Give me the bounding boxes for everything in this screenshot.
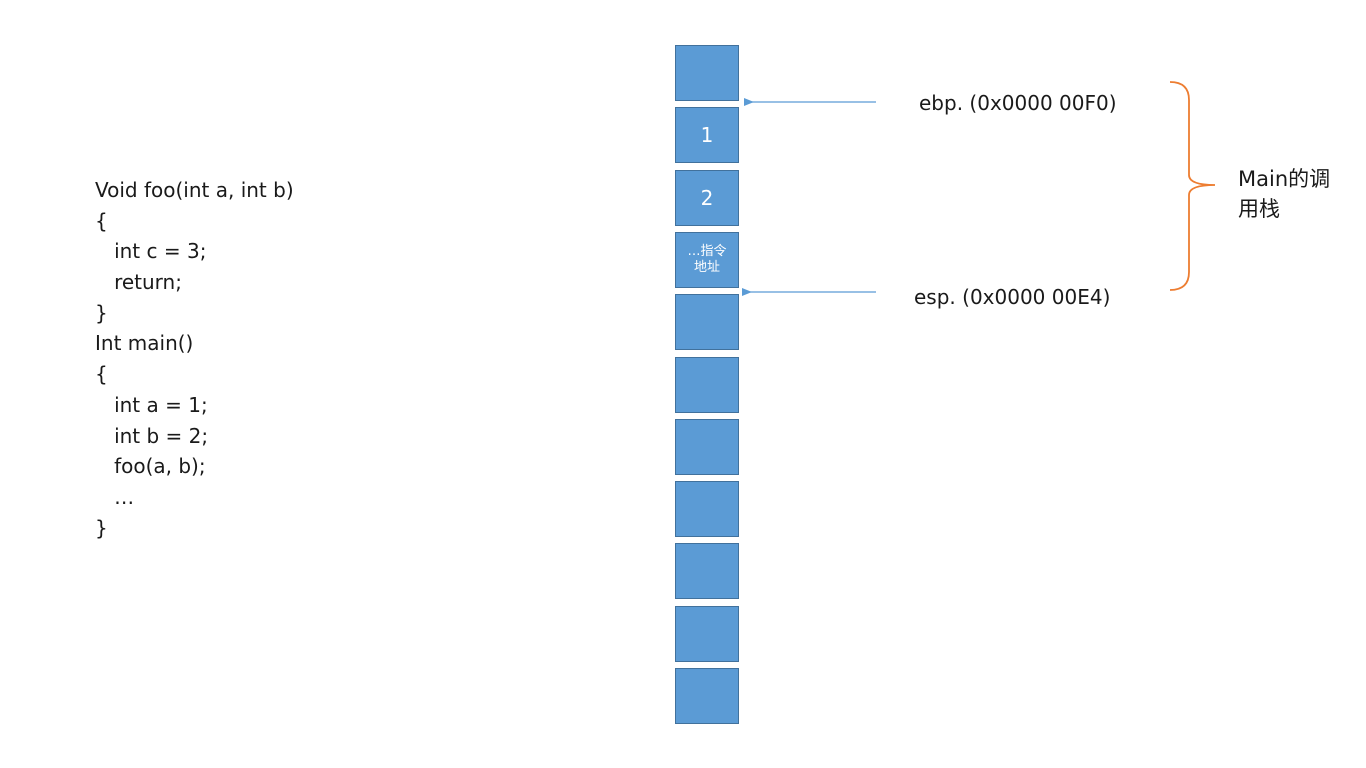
stack-cell: [675, 294, 739, 350]
stack-cell: 1: [675, 107, 739, 163]
code-line: }: [95, 300, 108, 325]
code-line: Void foo(int a, int b): [95, 178, 294, 202]
code-line: }: [95, 515, 108, 540]
code-line: Int main(): [95, 331, 194, 356]
code-line: {: [95, 208, 108, 233]
stack-cell: [675, 606, 739, 662]
main-stack-brace: [1169, 81, 1216, 291]
stack-cell: 2: [675, 170, 739, 226]
code-line: foo(a, b);: [95, 454, 206, 479]
main-stack-label: Main的调用栈: [1238, 167, 1331, 221]
code-line: …: [95, 484, 135, 509]
stack-cell: …指令 地址: [675, 232, 739, 288]
code-line: return;: [95, 270, 182, 295]
stack-cell: [675, 543, 739, 599]
stack-cell: [675, 45, 739, 101]
stack-cell-label: 1: [700, 123, 714, 147]
stack-cell-label: …指令 地址: [687, 244, 727, 275]
esp-label: esp. (0x0000 00E4): [914, 285, 1111, 309]
stack-cell: [675, 357, 739, 413]
stack-cell-label: 2: [700, 186, 714, 210]
code-line: int b = 2;: [95, 423, 209, 448]
stack-cell: [675, 419, 739, 475]
stack-cell: [675, 481, 739, 537]
code-line: int a = 1;: [95, 392, 208, 417]
ebp-label: ebp. (0x0000 00F0): [919, 91, 1117, 115]
code-line: {: [95, 362, 108, 387]
code-line: int c = 3;: [95, 239, 207, 264]
code-listing: Void foo(int a, int b) { int c = 3; retur…: [95, 175, 294, 543]
stack-cell: [675, 668, 739, 724]
